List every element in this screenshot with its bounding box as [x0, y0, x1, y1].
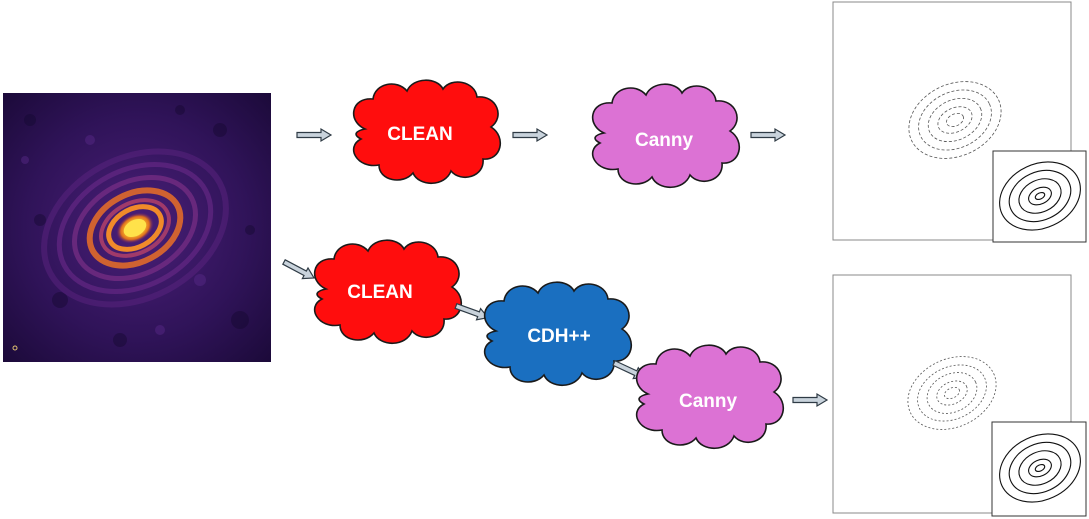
cloud-clean-top: CLEAN [352, 79, 502, 185]
output-edge-map-top [832, 1, 1087, 243]
input-image [3, 93, 271, 362]
output-edge-map-bottom [832, 274, 1087, 517]
cloud-clean-top-label: CLEAN [387, 124, 452, 145]
arrow-input-to-clean-top [296, 128, 332, 142]
zoom-inset-top [992, 150, 1087, 243]
cloud-clean-bottom-label: CLEAN [347, 282, 412, 303]
arrow-canny-to-output-top [750, 128, 786, 142]
arrow-input-to-clean-bottom [280, 256, 318, 284]
arrow-clean-to-canny-top [512, 128, 548, 142]
arrow-canny-to-output-bottom [792, 393, 828, 407]
cloud-canny-bottom: Canny [635, 344, 785, 450]
cloud-canny-top: Canny [591, 83, 741, 189]
cloud-canny-bottom-label: Canny [679, 391, 738, 412]
noise-speckle [21, 105, 255, 347]
zoom-inset-bottom [991, 421, 1087, 517]
disk-rings [41, 148, 229, 308]
cloud-cdh-label: CDH++ [527, 326, 590, 347]
cloud-canny-top-label: Canny [635, 130, 694, 151]
beam-marker [12, 345, 18, 351]
cloud-cdh: CDH++ [483, 281, 633, 387]
cloud-clean-bottom: CLEAN [313, 239, 463, 345]
